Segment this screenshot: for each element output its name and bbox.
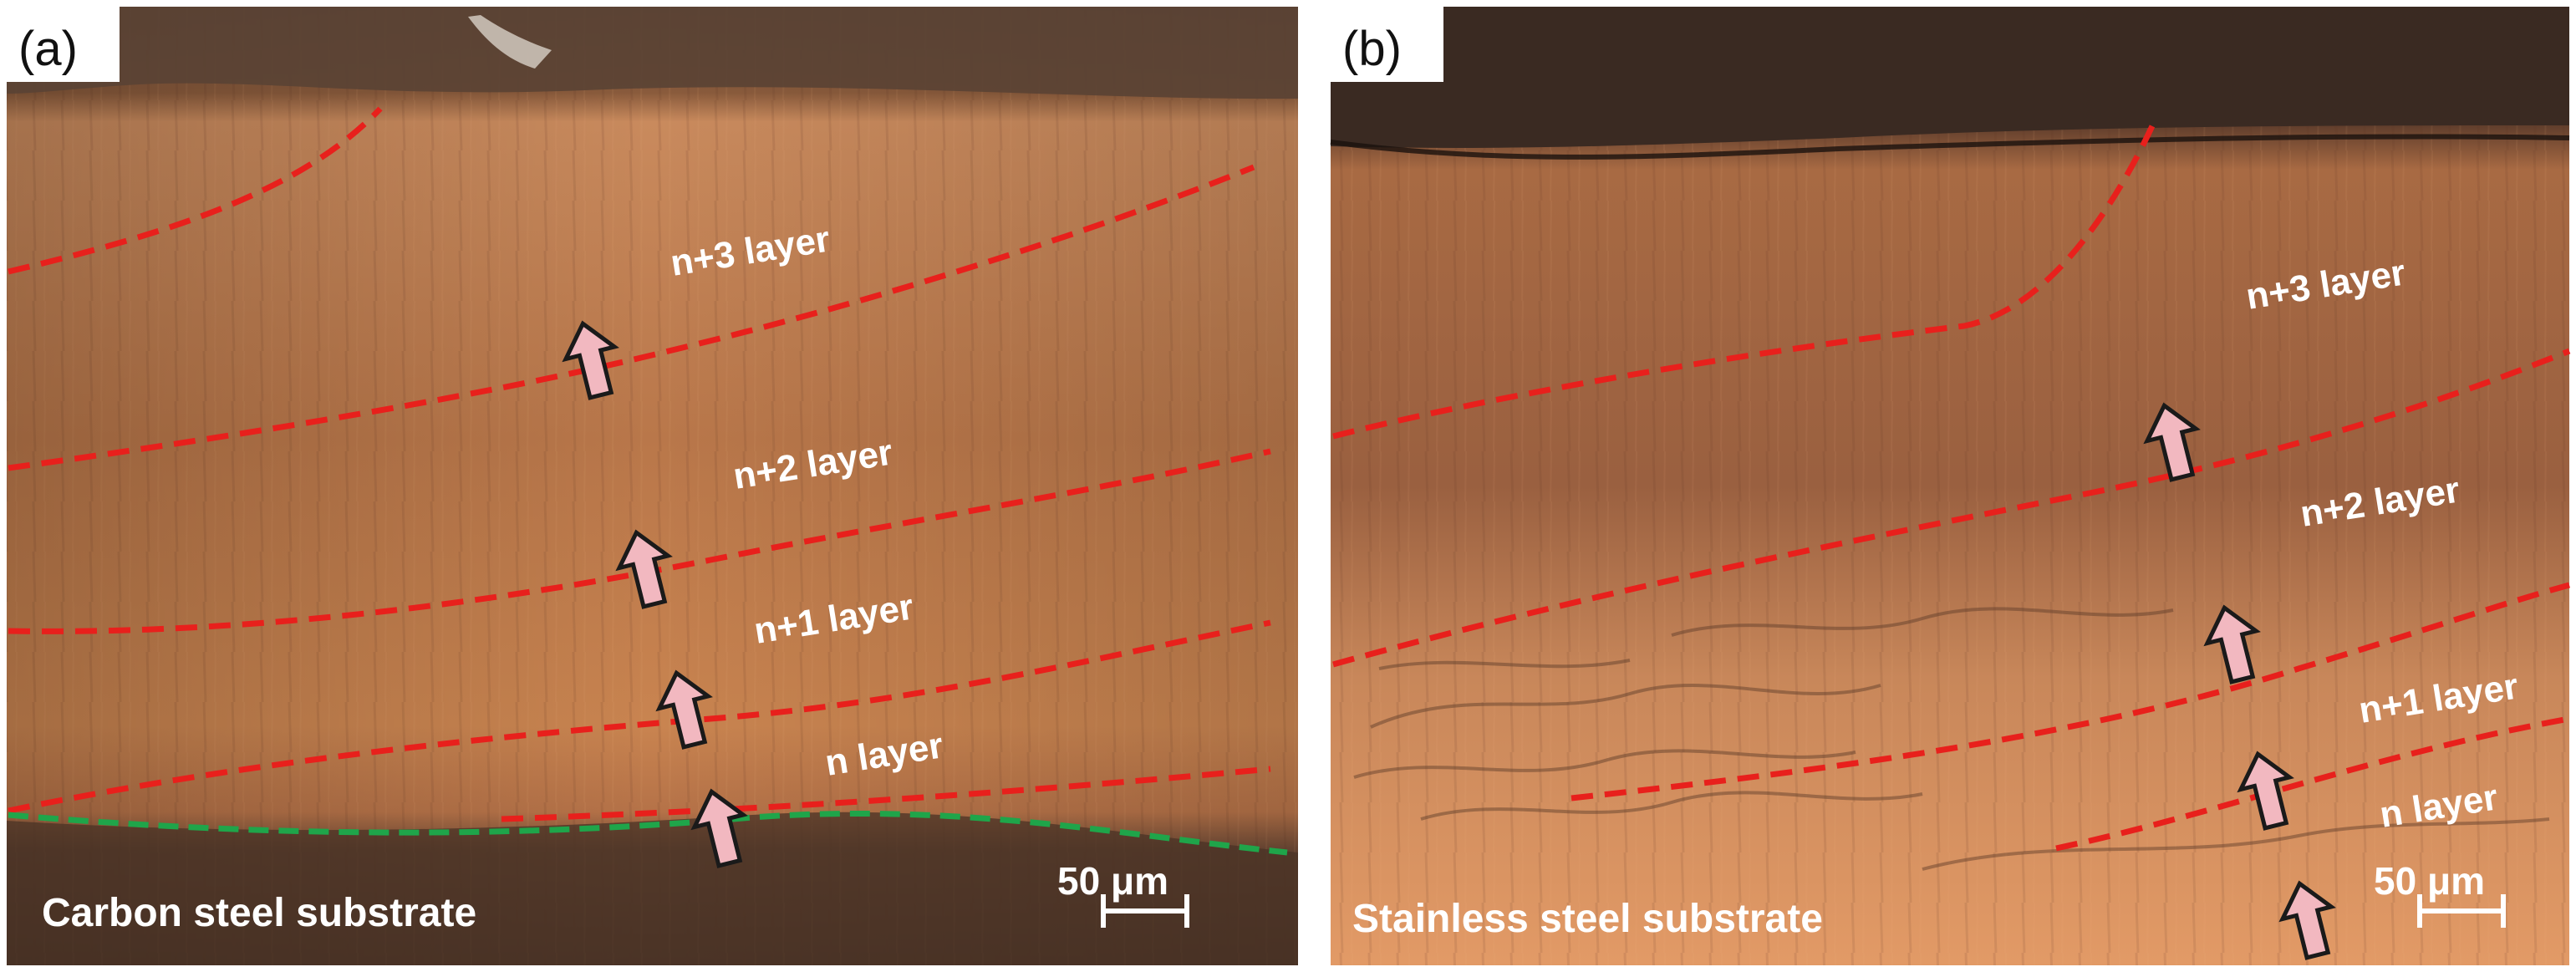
- panel-a-scale-bar: 50 μm: [1057, 859, 1189, 928]
- panel-a-debris: [468, 15, 552, 69]
- panel-b-boundaries: [1332, 115, 2571, 852]
- panel-a-substrate-label: Carbon steel substrate: [42, 891, 476, 935]
- panel-a-scale-label: 50 μm: [1057, 859, 1168, 903]
- panel-b-texture: [1331, 7, 2569, 965]
- panel-b-letter: (b): [1342, 22, 1402, 76]
- panel-a-letter-box: [7, 7, 120, 82]
- panel-a-vignette: [7, 7, 1298, 965]
- panel-a-boundary-2: [8, 448, 1271, 634]
- panel-b-substrate-label: Stainless steel substrate: [1352, 897, 1823, 941]
- panel-b-dendrite-texture: [1353, 607, 2550, 871]
- panel-b-boundary-0: [2055, 715, 2570, 852]
- panel-a-boundary-3: [8, 164, 1255, 471]
- panel-a-substrate-interface: [8, 810, 1288, 856]
- panel-b-top-edge: [1331, 7, 2569, 148]
- panel-b: n+3 layer n+2 layer n+1 layer n layer St…: [1330, 7, 2571, 965]
- panel-a-boundary-0: [501, 766, 1271, 822]
- panel-a-boundaries: [8, 106, 1271, 822]
- panel-a: n+3 layer n+2 layer n+1 layer n layer Ca…: [7, 7, 1298, 965]
- panel-a-substrate-region: [7, 812, 1298, 965]
- panel-a-top-edge: [7, 7, 1298, 99]
- panel-b-scale-bar: 50 μm: [2374, 859, 2506, 928]
- panel-b-boundary-3: [1332, 115, 2160, 440]
- panel-a-boundary-1: [8, 619, 1271, 814]
- panel-b-scale-label: 50 μm: [2374, 859, 2485, 903]
- panel-b-boundary-1: [1571, 582, 2570, 802]
- panel-a-letter: (a): [18, 22, 78, 76]
- panel-b-letter-box: [1331, 7, 1443, 82]
